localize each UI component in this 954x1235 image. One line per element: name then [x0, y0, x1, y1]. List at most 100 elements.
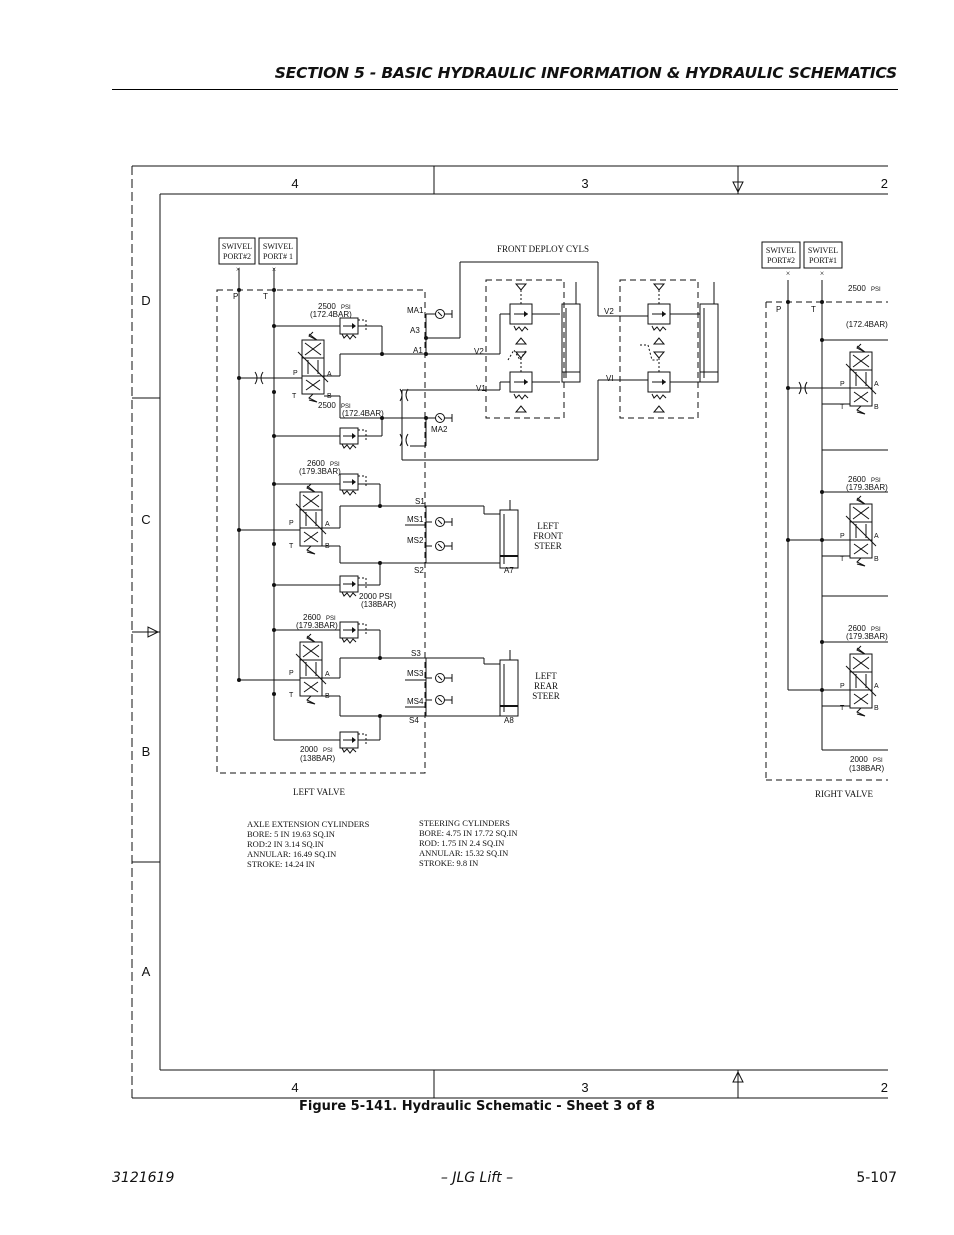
right-relief3-bar: (179.3BAR) — [846, 632, 888, 641]
deploy-v2-right: V2 — [604, 307, 614, 316]
left-swivel-port1-line2: PORT# 1 — [263, 252, 293, 261]
left-front-steer-line2: FRONT — [533, 531, 563, 541]
steering-cylinder-notes: STEERING CYLINDERS BORE: 4.75 IN 17.72 S… — [419, 818, 517, 868]
port-ms4: MS4 — [407, 697, 424, 706]
right-spool2-p: P — [840, 533, 845, 540]
zone-col-4-top: 4 — [291, 176, 298, 191]
svg-text:×: × — [786, 269, 791, 278]
left-spool1-t: T — [292, 393, 297, 400]
deploy-v1-right: VI — [606, 374, 614, 383]
right-port-p: P — [776, 305, 781, 314]
axle-note-rod: ROD:2 IN 3.14 SQ.IN — [247, 839, 324, 849]
zone-row-d: D — [141, 293, 150, 308]
right-spool1-t: T — [840, 404, 845, 411]
axle-note-bore: BORE: 5 IN 19.63 SQ.IN — [247, 829, 335, 839]
port-s4: S4 — [409, 716, 419, 725]
svg-text:×: × — [236, 265, 241, 274]
zone-row-a: A — [142, 964, 151, 979]
axle-extension-notes: AXLE EXTENSION CYLINDERS BORE: 5 IN 19.6… — [247, 819, 370, 869]
relief-s4-bar: (138BAR) — [300, 754, 335, 763]
right-valve: SWIVEL PORT#2 SWIVEL PORT#1 × × P T 2500… — [761, 241, 888, 781]
right-relief3-psi-unit: PSI — [871, 627, 881, 633]
port-ms1: MS1 — [407, 515, 424, 524]
axle-note-annular: ANNULAR: 16.49 SQ.IN — [247, 849, 336, 859]
zone-col-2-top: 2 — [881, 176, 888, 191]
deploy-v2-left: V2 — [474, 347, 484, 356]
relief-s2-bar: (138BAR) — [361, 600, 396, 609]
relief-s3-psi: 2600 — [303, 613, 321, 622]
port-a3: A3 — [410, 326, 420, 335]
right-swivel-port1-line1: SWIVEL — [808, 246, 838, 255]
page-number: 5-107 — [856, 1170, 897, 1186]
relief-s4-psi-unit: PSI — [323, 748, 333, 754]
relief-s1-psi: 2600 — [307, 459, 325, 468]
port-s1: S1 — [415, 497, 425, 506]
zone-col-3-bottom: 3 — [581, 1080, 588, 1095]
right-spool2-b: B — [874, 556, 879, 563]
left-front-steer-port: A7 — [504, 566, 514, 575]
steer-note-rod: ROD: 1.75 IN 2.4 SQ.IN — [419, 838, 504, 848]
axle-note-stroke: STROKE: 14.24 IN — [247, 859, 315, 869]
zone-row-c: C — [141, 512, 150, 527]
right-spool1-p: P — [840, 381, 845, 388]
relief-a3-psi-unit: PSI — [341, 305, 351, 311]
svg-text:×: × — [820, 269, 825, 278]
left-spool1-a: A — [327, 371, 332, 378]
right-relief1-bar: (172.4BAR) — [846, 320, 888, 329]
steer-note-bore: BORE: 4.75 IN 17.72 SQ.IN — [419, 828, 517, 838]
front-deploy-cylinders: FRONT DEPLOY CYLS V2 V1 V2 VI — [399, 244, 719, 461]
figure-caption: Figure 5-141. Hydraulic Schematic - Shee… — [299, 1099, 655, 1114]
left-front-steer-line3: STEER — [534, 541, 562, 551]
right-swivel-port2-line1: SWIVEL — [766, 246, 796, 255]
deploy-v1-left: V1 — [476, 384, 486, 393]
right-relief4-bar: (138BAR) — [849, 764, 884, 773]
left-port-p: P — [233, 292, 238, 301]
relief-s1-psi-unit: PSI — [330, 462, 340, 468]
relief-a1-psi: 2500 — [318, 401, 336, 410]
steer-note-title: STEERING CYLINDERS — [419, 818, 510, 828]
relief-s3-bar: (179.3BAR) — [296, 621, 338, 630]
right-spool2-t: T — [840, 556, 845, 563]
right-spool3-t: T — [840, 705, 845, 712]
right-relief3-psi: 2600 — [848, 624, 866, 633]
right-spool3-b: B — [874, 705, 879, 712]
right-relief2-psi: 2600 — [848, 475, 866, 484]
right-spool3-p: P — [840, 683, 845, 690]
left-spool2-a: A — [325, 521, 330, 528]
relief-s4-psi: 2000 — [300, 745, 318, 754]
footer-brand: – JLG Lift – — [440, 1170, 514, 1186]
left-front-steer-cylinder: A7 LEFT FRONT STEER — [483, 500, 563, 575]
zone-col-3-top: 3 — [581, 176, 588, 191]
axle-note-title: AXLE EXTENSION CYLINDERS — [247, 819, 370, 829]
port-s2: S2 — [414, 566, 424, 575]
right-spool1-b: B — [874, 404, 879, 411]
right-relief1-psi: 2500 — [848, 284, 866, 293]
right-spool3-a: A — [874, 683, 879, 690]
port-ma2: MA2 — [431, 425, 448, 434]
right-relief4-psi: 2000 — [850, 755, 868, 764]
relief-a1-bar: (172.4BAR) — [342, 409, 384, 418]
left-rear-steer-line1: LEFT — [535, 671, 557, 681]
left-rear-steer-line2: REAR — [534, 681, 558, 691]
left-port-t: T — [263, 292, 268, 301]
right-relief1-psi-unit: PSI — [871, 287, 881, 293]
left-swivel-port1-line1: SWIVEL — [263, 242, 293, 251]
right-swivel-port2-line2: PORT#2 — [767, 256, 795, 265]
zone-col-4-bottom: 4 — [291, 1080, 298, 1095]
left-swivel-port2-line1: SWIVEL — [222, 242, 252, 251]
left-spool3-t: T — [289, 692, 294, 699]
front-deploy-title: FRONT DEPLOY CYLS — [497, 244, 589, 254]
right-port-t: T — [811, 305, 816, 314]
left-front-steer-line1: LEFT — [537, 521, 559, 531]
left-rear-steer-cylinder: A8 LEFT REAR STEER — [483, 650, 560, 725]
relief-s1-bar: (179.3BAR) — [299, 467, 341, 476]
right-spool2-a: A — [874, 533, 879, 540]
port-a1: A1 — [413, 346, 423, 355]
section-title: SECTION 5 - BASIC HYDRAULIC INFORMATION … — [274, 64, 897, 82]
steer-note-stroke: STROKE: 9.8 IN — [419, 858, 478, 868]
port-s3: S3 — [411, 649, 421, 658]
zone-col-2-bottom: 2 — [881, 1080, 888, 1095]
left-spool2-p: P — [289, 520, 294, 527]
zone-row-b: B — [142, 744, 151, 759]
left-valve-title: LEFT VALVE — [293, 787, 345, 797]
